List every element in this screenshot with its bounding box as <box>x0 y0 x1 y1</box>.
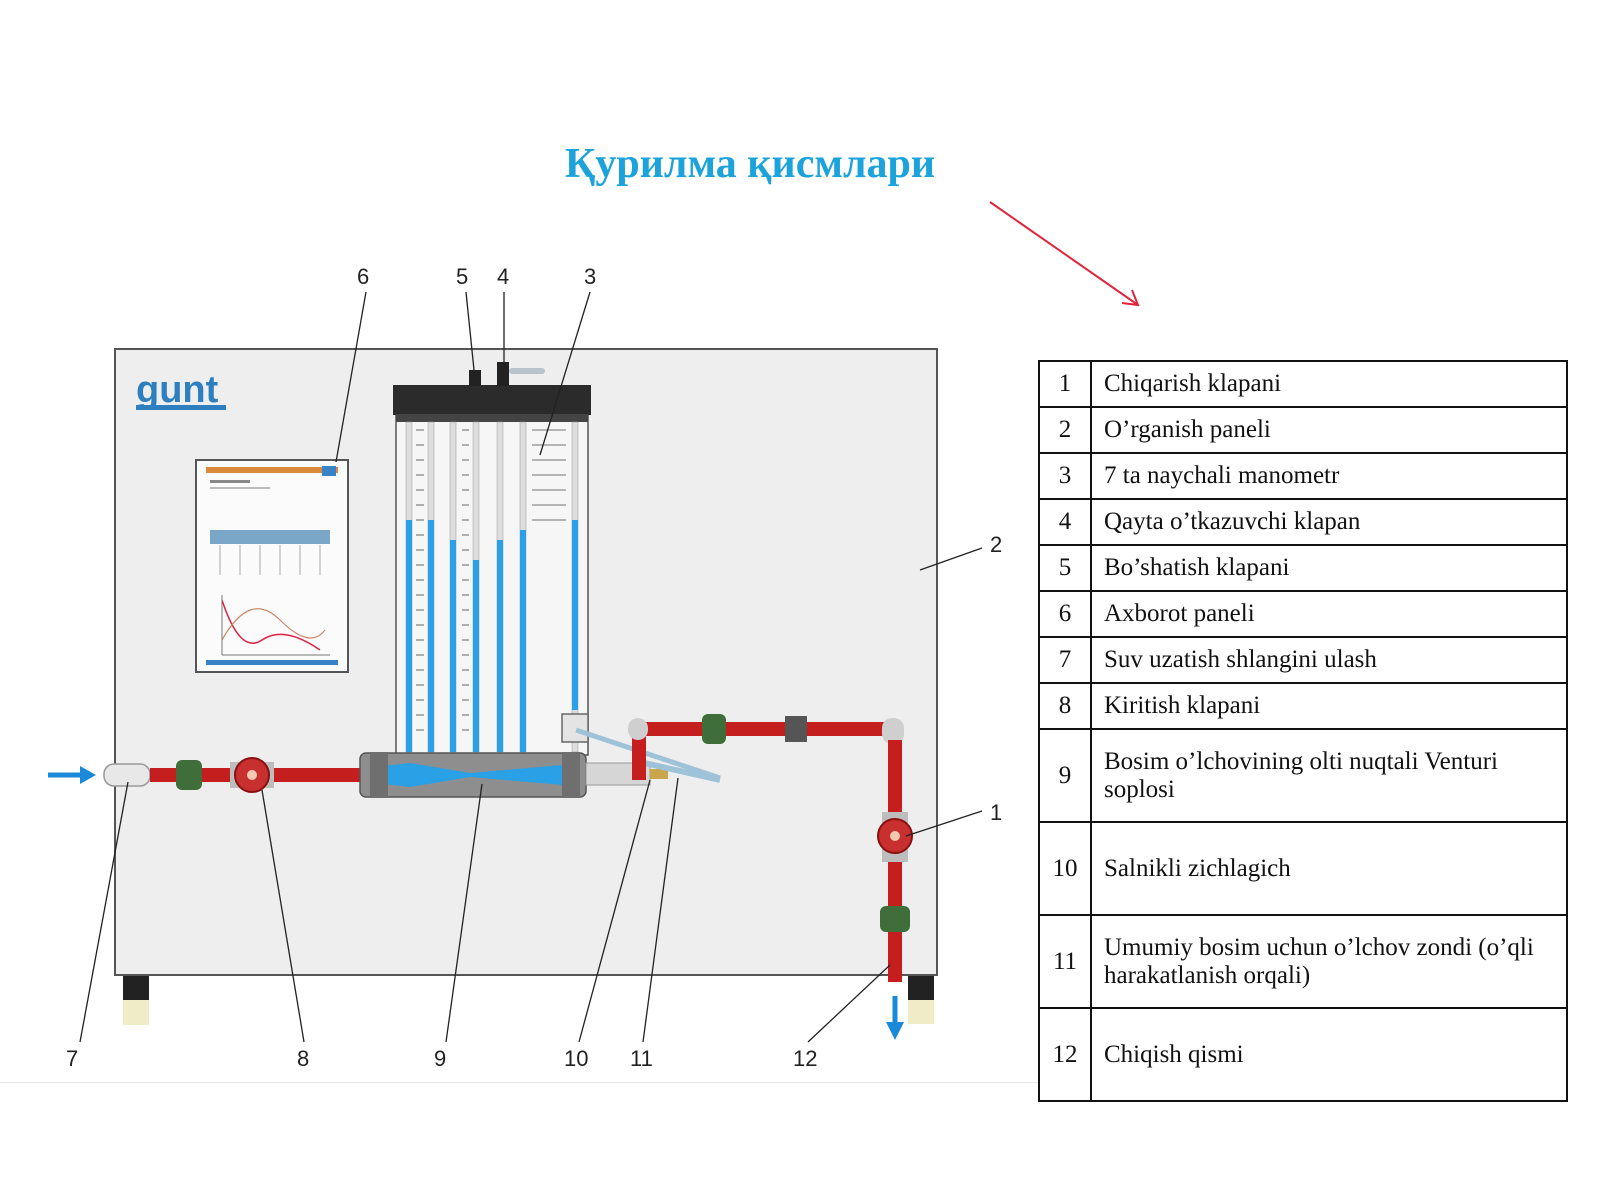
legend-num: 1 <box>1038 360 1092 408</box>
venturi-apparatus-diagram: gunt <box>48 264 1002 1071</box>
callout-5: 5 <box>456 264 468 289</box>
legend-num: 2 <box>1038 406 1092 454</box>
legend-text: Axborot paneli <box>1090 590 1568 638</box>
down-fitting <box>880 906 910 932</box>
venturi-nozzle <box>359 752 587 798</box>
legend-text: Kiritish klapani <box>1090 682 1568 730</box>
top-union <box>785 716 807 742</box>
inlet-valve-icon <box>230 757 274 793</box>
legend-row: 5 Bo’shatish klapani <box>1038 544 1568 592</box>
bypass-valve <box>497 362 509 386</box>
gunt-logo-bar <box>136 405 226 410</box>
legend-num: 11 <box>1038 914 1092 1009</box>
legend-row: 2 O’rganish paneli <box>1038 406 1568 454</box>
pointer-arrow-icon <box>989 201 1140 307</box>
callout-4: 4 <box>497 264 509 289</box>
legend-num: 8 <box>1038 682 1092 730</box>
callout-11: 11 <box>630 1046 653 1071</box>
legend-num: 7 <box>1038 636 1092 684</box>
legend-row: 9 Bosim o’lchovining olti nuqtali Ventur… <box>1038 728 1568 823</box>
legend-row: 1 Chiqarish klapani <box>1038 360 1568 408</box>
left-foot-pad <box>123 1000 149 1025</box>
legend-text: Chiqarish klapani <box>1090 360 1568 408</box>
divider-line <box>0 1082 1040 1083</box>
legend-num: 5 <box>1038 544 1092 592</box>
legend-row: 4 Qayta o’tkazuvchi klapan <box>1038 498 1568 546</box>
callout-10: 10 <box>564 1046 588 1071</box>
callout-1: 1 <box>990 800 1002 825</box>
probe-box <box>561 713 589 743</box>
outlet-valve-icon <box>877 812 913 862</box>
callout-2: 2 <box>990 532 1002 557</box>
drain-valve <box>469 370 481 386</box>
info-panel <box>195 459 349 673</box>
legend-row: 10 Salnikli zichlagich <box>1038 821 1568 916</box>
left-foot <box>123 976 149 1000</box>
top-pipe <box>640 722 895 736</box>
callout-7: 7 <box>66 1046 78 1071</box>
elbow-right <box>882 718 904 744</box>
right-foot <box>908 976 934 1000</box>
probe-rod <box>639 759 721 783</box>
legend-text: Salnikli zichlagich <box>1090 821 1568 916</box>
probe-tip <box>650 769 668 779</box>
legend-text: Suv uzatish shlangini ulash <box>1090 636 1568 684</box>
gunt-logo: gunt <box>136 369 219 411</box>
inlet-fitting <box>176 760 202 790</box>
outlet-arrowhead-icon <box>886 1022 904 1040</box>
parts-legend-table: 1 Chiqarish klapani 2 O’rganish paneli 3… <box>1038 360 1568 1102</box>
legend-num: 12 <box>1038 1007 1092 1102</box>
legend-row: 6 Axborot paneli <box>1038 590 1568 638</box>
tube-manometer <box>393 385 591 756</box>
riser-pipe <box>632 730 646 780</box>
callout-3: 3 <box>584 264 596 289</box>
legend-text: Bosim o’lchovining olti nuqtali Venturi … <box>1090 728 1568 823</box>
callout-12: 12 <box>793 1046 817 1071</box>
callout-9: 9 <box>434 1046 446 1071</box>
callout-6: 6 <box>357 264 369 289</box>
legend-text: Umumiy bosim uchun o’lchov zondi (o’qli … <box>1090 914 1568 1009</box>
legend-num: 4 <box>1038 498 1092 546</box>
legend-text: O’rganish paneli <box>1090 406 1568 454</box>
right-foot-pad <box>908 1000 934 1024</box>
legend-num: 6 <box>1038 590 1092 638</box>
slide-title: Қурилма қисмлари <box>564 141 936 187</box>
legend-text: Qayta o’tkazuvchi klapan <box>1090 498 1568 546</box>
legend-num: 9 <box>1038 728 1092 823</box>
legend-num: 3 <box>1038 452 1092 500</box>
legend-row: 12 Chiqish qismi <box>1038 1007 1568 1102</box>
legend-row: 11 Umumiy bosim uchun o’lchov zondi (o’q… <box>1038 914 1568 1009</box>
callout-8: 8 <box>297 1046 309 1071</box>
legend-text: Chiqish qismi <box>1090 1007 1568 1102</box>
legend-row: 7 Suv uzatish shlangini ulash <box>1038 636 1568 684</box>
legend-text: 7 ta naychali manometr <box>1090 452 1568 500</box>
legend-num: 10 <box>1038 821 1092 916</box>
inlet-arrowhead-icon <box>80 766 96 784</box>
top-fitting <box>702 714 726 744</box>
hose-connector <box>103 763 151 787</box>
legend-text: Bo’shatish klapani <box>1090 544 1568 592</box>
bypass-valve-handle <box>509 368 545 374</box>
leader-lines <box>79 291 983 1043</box>
elbow-left <box>628 718 648 740</box>
legend-row: 8 Kiritish klapani <box>1038 682 1568 730</box>
legend-row: 3 7 ta naychali manometr <box>1038 452 1568 500</box>
probe-hose <box>575 727 721 781</box>
